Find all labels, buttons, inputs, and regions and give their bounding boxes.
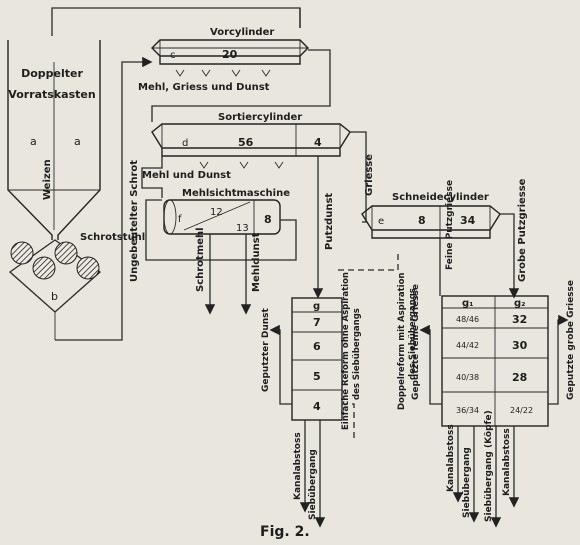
crusher — [8, 239, 102, 340]
out-meal-dust: Mehl und Dunst — [142, 170, 231, 181]
figure-caption: Fig. 2. — [260, 524, 310, 540]
g2-label: g₂ — [514, 298, 526, 309]
sieve-overflow-heads-label: Siebübergang (Köpfe) — [484, 410, 494, 522]
sieve-overflow-1-label: Siebübergang — [308, 449, 318, 520]
cleaned-coarse-grits-label: Geputzte grobe Griesse — [566, 280, 576, 400]
storage-a-left: a — [30, 135, 37, 148]
out-meal-grits-dust: Mehl, Griess und Dunst — [138, 82, 270, 93]
cleaned-fine-grits-label: Geputzte feine Griesse — [411, 284, 421, 400]
canal-waste-2-label: Kanalabstoss — [446, 424, 456, 492]
g1-number-3: 40/38 — [456, 373, 479, 382]
roller-3 — [54, 241, 78, 265]
g2-number-3: 28 — [512, 371, 527, 384]
sifter-12: 12 — [210, 207, 223, 218]
unsifted-shot-label: Ungebeutelter Schrot — [129, 160, 140, 282]
meal-sifter — [163, 199, 281, 235]
simple-reform-line1: Einfache Reform ohne Aspiration — [341, 272, 351, 430]
sifter-8: 8 — [264, 213, 272, 226]
crusher-label: Schrotstuhl — [80, 232, 145, 243]
sifter-13: 13 — [236, 223, 249, 234]
coarse-cleaning-grits-label: Grobe Putzgriesse — [517, 178, 528, 282]
cleaned-dust-label: Geputzter Dunst — [261, 307, 271, 392]
g2-number-4: 24/22 — [510, 406, 533, 415]
fine-cleaning-grits-label: Feine Putzgriesse — [445, 180, 455, 270]
storage-box — [7, 40, 101, 240]
precylinder-20: 20 — [222, 48, 238, 61]
purifier-g — [291, 297, 343, 421]
g1-number-4: 36/34 — [456, 406, 479, 415]
sorting-56: 56 — [238, 136, 254, 149]
g1-number-1: 48/46 — [456, 315, 479, 324]
g-number-3: 5 — [313, 370, 321, 383]
roller-4 — [76, 256, 100, 280]
meal-dust-label: Mehldunst — [251, 232, 262, 292]
storage-a-right: a — [74, 135, 81, 148]
g-number-1: 7 — [313, 316, 321, 329]
cutting-e: e — [378, 216, 384, 227]
sieve-overflow-2-label: Siebübergang — [462, 447, 472, 518]
g-label: g — [313, 301, 320, 312]
g2-number-2: 30 — [512, 339, 528, 352]
double-reform-line1: Doppelreform mit Aspiration — [397, 273, 407, 410]
sifter-f: f — [178, 214, 182, 225]
cutting-title: Schneidecylinder — [392, 192, 489, 203]
sifter-title: Mehlsichtmaschine — [182, 188, 290, 199]
storage-box-label-line2: Vorratskasten — [8, 88, 95, 101]
roller-2 — [32, 256, 56, 280]
sorting-4: 4 — [314, 136, 322, 149]
wheat-label: Weizen — [42, 159, 53, 200]
g2-number-1: 32 — [512, 313, 527, 326]
canal-waste-3-label: Kanalabstoss — [502, 428, 512, 496]
cutting-8: 8 — [418, 214, 426, 227]
cleaning-dust-label: Putzdunst — [324, 193, 335, 250]
grits-label: Griesse — [364, 154, 375, 196]
g-number-4: 4 — [313, 400, 321, 413]
precylinder-c: c — [170, 50, 176, 61]
g-number-2: 6 — [313, 340, 321, 353]
cutting-34: 34 — [460, 214, 476, 227]
crusher-b: b — [51, 290, 58, 303]
precylinder-title: Vorcylinder — [210, 27, 274, 38]
double-reform-line2: des Siebübergangs — [408, 288, 418, 380]
g1-label: g₁ — [462, 298, 474, 309]
precylinder — [151, 39, 309, 77]
simple-reform-line2: des Siebübergangs — [352, 308, 362, 400]
g1-number-2: 44/42 — [456, 341, 479, 350]
canal-waste-1-label: Kanalabstoss — [293, 432, 303, 500]
sorting-title: Sortiercylinder — [218, 112, 302, 123]
storage-box-label-line1: Doppelter — [21, 67, 83, 80]
purifier-g1-g2 — [441, 295, 549, 427]
roller-1 — [10, 241, 34, 265]
sorting-d: d — [182, 138, 188, 149]
